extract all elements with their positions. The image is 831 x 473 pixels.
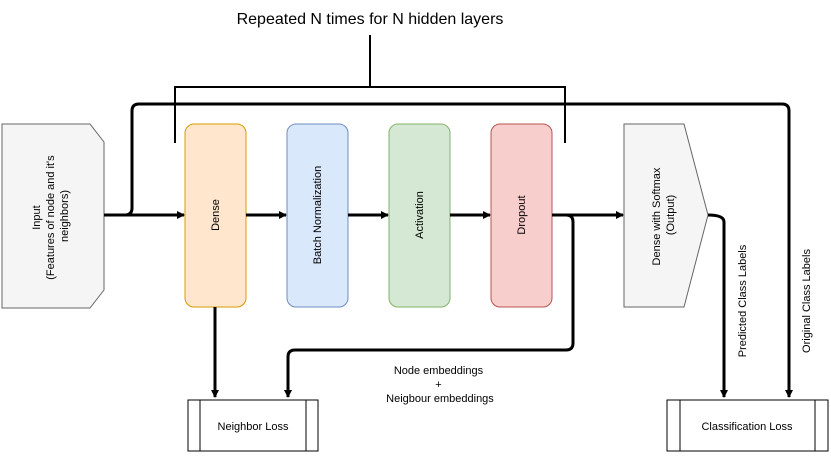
input-node <box>1 123 105 309</box>
activation-node-label: Activation <box>414 191 426 239</box>
classification-loss-label: Classification Loss <box>701 421 793 433</box>
output-node-label: Dense with Softmax (Output) <box>651 165 677 266</box>
dropout-node-label: Dropout <box>516 195 528 234</box>
embeddings-label: Node embeddings + Neigbour embeddings <box>386 365 494 405</box>
batch-norm-node-label: Batch Normalization <box>312 166 324 264</box>
original-labels-label: Original Class Labels <box>801 249 813 353</box>
classification-loss-node <box>666 399 829 452</box>
repeat-bracket <box>174 35 566 143</box>
input-node-label: Input (Features of node and it's neighbo… <box>31 152 71 279</box>
output-node <box>623 123 709 308</box>
predicted-labels-label: Predicted Class Labels <box>737 244 749 357</box>
dense-node-label: Dense <box>210 199 222 231</box>
edge-predicted-labels <box>707 213 728 398</box>
edge-embeddings <box>284 213 575 398</box>
edge-original-labels <box>124 102 793 398</box>
neighbor-loss-label: Neighbor Loss <box>218 421 289 433</box>
title-label: Repeated N times for N hidden layers <box>237 11 504 28</box>
neighbor-loss-node <box>187 399 319 452</box>
